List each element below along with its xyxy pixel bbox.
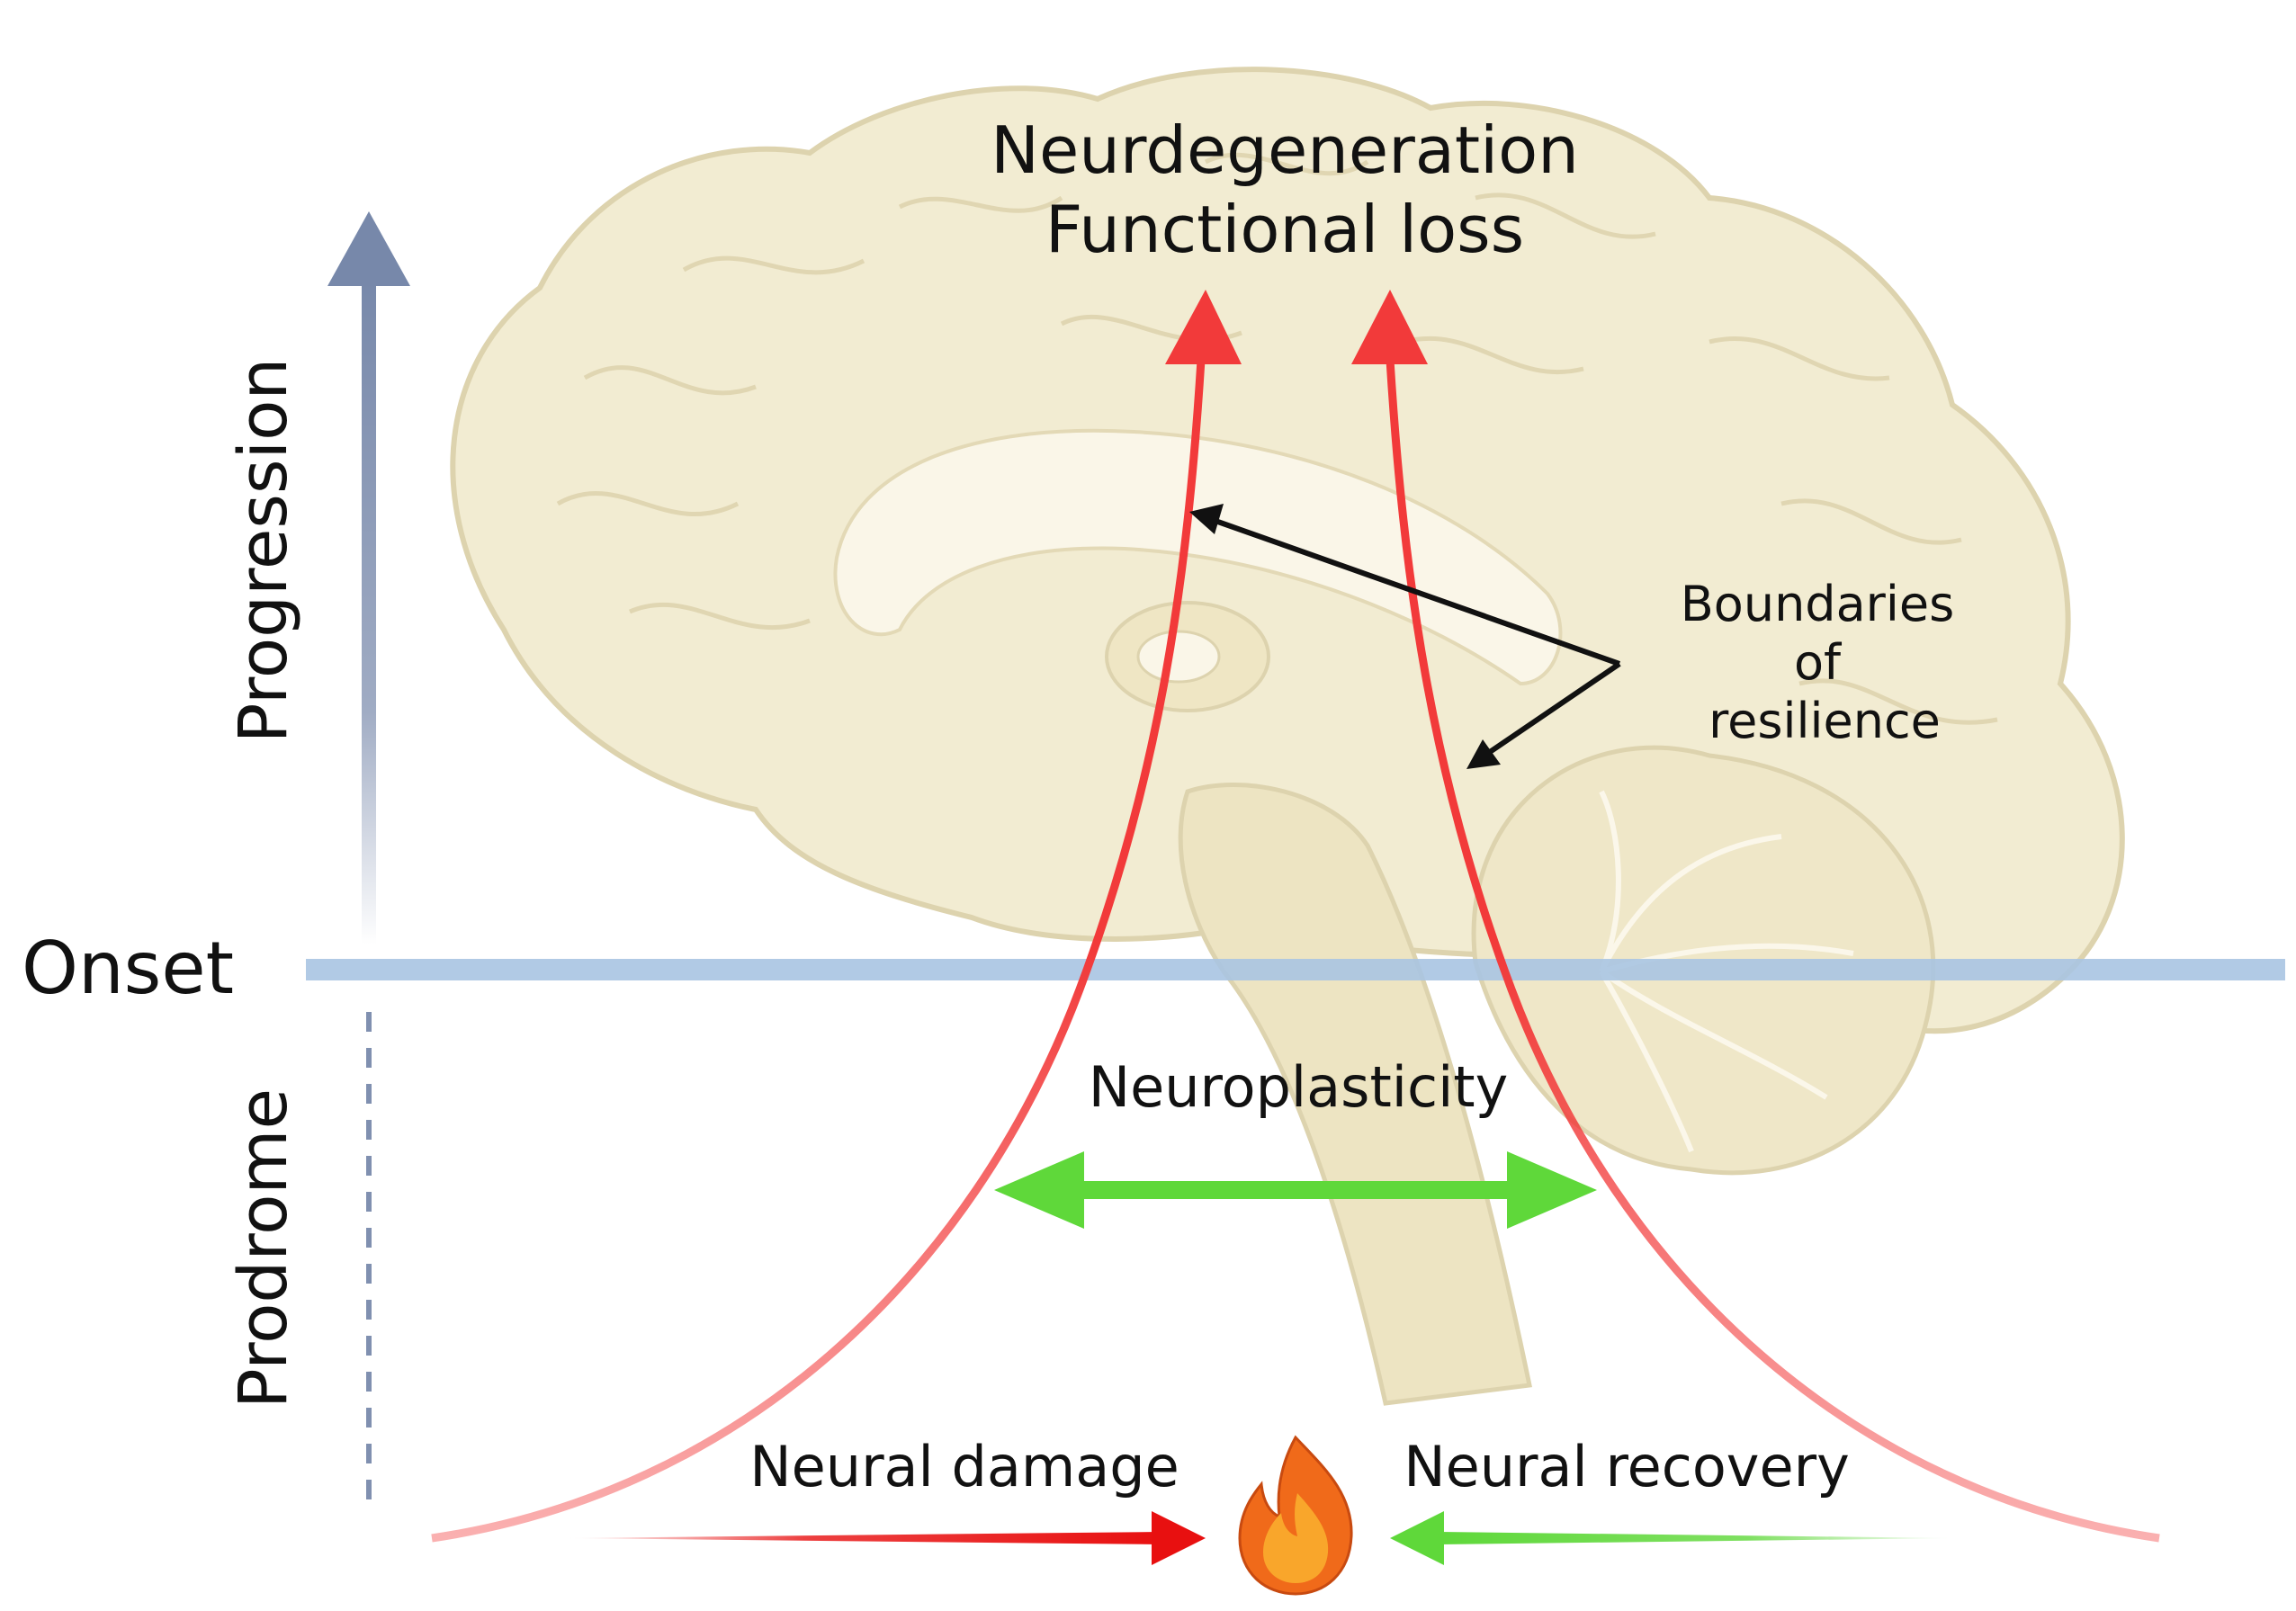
- progression-label: Progression: [225, 358, 302, 744]
- title-line-2: Functional loss: [1045, 192, 1524, 267]
- flame-icon: [1238, 1435, 1353, 1596]
- right-boundary-curve: [1386, 359, 2160, 1543]
- neural-damage-label: Neural damage: [749, 1434, 1179, 1499]
- gyri-lines: [556, 152, 1998, 725]
- neural-damage-arrow: [567, 1511, 1206, 1565]
- boundary-pointer-arrows: [1211, 517, 1621, 758]
- neuroplasticity-label: Neuroplasticity: [1089, 1054, 1509, 1120]
- neural-recovery-arrow: [1390, 1511, 1952, 1565]
- boundaries-label-line-1: Boundaries: [1681, 576, 1954, 632]
- boundaries-label-line-2: of: [1794, 634, 1843, 691]
- boundaries-label-line-3: resilience: [1709, 693, 1941, 749]
- pointer-arrowhead-upper: [1189, 504, 1224, 534]
- prodrome-label: Prodrome: [225, 1088, 302, 1409]
- left-boundary-curve: [431, 359, 1206, 1543]
- onset-label: Onset: [22, 926, 234, 1010]
- title-line-1: Neurdegeneration: [991, 112, 1579, 188]
- onset-line: [306, 959, 2285, 980]
- cerebellum-folia: [1599, 790, 1854, 1153]
- neuroplasticity-arrow: [994, 1151, 1597, 1229]
- progression-arrow: [327, 211, 410, 944]
- resilience-boundary-curves: [431, 359, 2160, 1543]
- brain-illustration: [450, 67, 2125, 1406]
- neural-recovery-label: Neural recovery: [1404, 1434, 1850, 1499]
- corpus-callosum-shape: [833, 428, 1563, 686]
- right-boundary-arrowhead: [1351, 290, 1428, 364]
- brainstem-shape: [1178, 783, 1532, 1406]
- pointer-arrowhead-lower: [1466, 739, 1501, 769]
- left-boundary-arrowhead: [1165, 290, 1242, 364]
- ventricle-shape: [1136, 630, 1221, 684]
